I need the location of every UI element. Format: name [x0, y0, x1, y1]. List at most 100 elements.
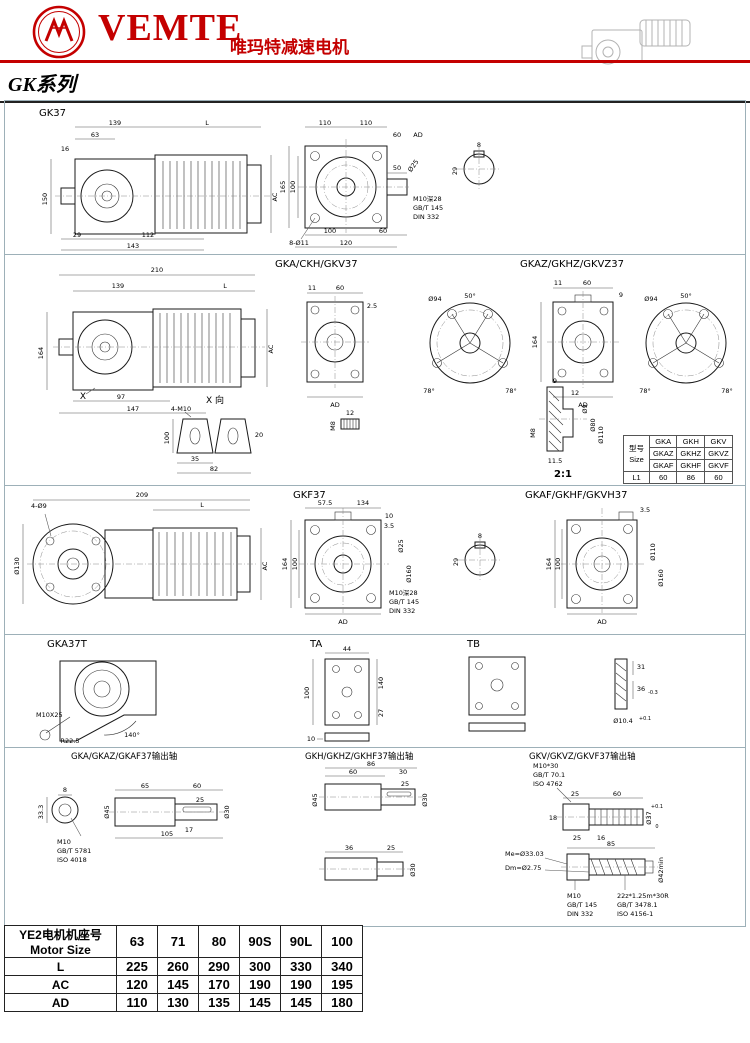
value-cell: 330 [280, 957, 322, 976]
model-cell: GKVZ [704, 447, 733, 460]
series-title: GK系列 [0, 67, 750, 103]
dim-label: 12 [571, 389, 579, 397]
dim-label: 29 [451, 167, 459, 175]
model-cell: GKHF [676, 459, 706, 472]
tolerance-label: +0.1 [651, 804, 663, 810]
l1-value: 60 [648, 471, 678, 484]
value-cell: 145 [280, 993, 322, 1012]
dim-label: 17 [185, 826, 193, 834]
dim-label: 60 [193, 782, 201, 790]
dim-label: 50° [464, 292, 476, 300]
gkf37-drawings: GKF37 GKAF/GKHF/GKVH37 209 L 4-Ø9 [13, 490, 665, 626]
model-cell: GKAF [648, 459, 678, 472]
value-cell: 110 [116, 993, 158, 1012]
x-direction-view: X 向 4-M10 100 20 35 82 [163, 394, 263, 474]
dim-label: 100 [289, 181, 297, 193]
dim-label: L [223, 282, 227, 290]
value-cell: 120 [116, 975, 158, 994]
dim-label: 8 [477, 141, 481, 149]
dim-label: Ø25 [406, 158, 420, 174]
dim-label: 120 [340, 239, 352, 247]
fastener-note: GB/T 5781 [57, 847, 91, 855]
row-gk37: GK37 139 L 63 16 150 AC 29 [5, 101, 745, 255]
gk37-shaft-section: 8 29 [451, 141, 501, 191]
row-label: AD [4, 993, 117, 1012]
dim-label: R22.5 [61, 737, 80, 745]
thread-note: DIN 332 [413, 213, 439, 221]
dim-label: 65 [141, 782, 149, 790]
panel-title: GKA/GKAZ/GKAF37输出轴 [71, 751, 177, 762]
panel-title: GKF37 [293, 490, 326, 501]
dim-label: 35 [191, 455, 199, 463]
panel-title: TB [466, 639, 480, 650]
row-gka-gkv37: GKA/CKH/GKV37 GKAZ/GKHZ/GKVZ37 210 139 L… [5, 255, 745, 486]
l1-label: L1 [623, 471, 650, 484]
panel-title: GK37 [39, 108, 66, 119]
dim-label: 100 [163, 432, 171, 444]
dim-label: 18 [549, 814, 557, 822]
thread-note: DIN 332 [389, 607, 415, 615]
dim-label: 150 [41, 193, 49, 205]
dim-label: Ø160 [405, 565, 413, 583]
gka37-flange-view: 11 60 2.5 AD 12 M8 [301, 284, 377, 431]
fastener-note: ISO 4762 [533, 780, 563, 788]
dim-label: 50 [393, 164, 401, 172]
dim-label: 57.5 [318, 499, 332, 507]
dim-label: 9 [619, 291, 623, 299]
motor-size-header: YE2电机机座号 Motor Size [4, 925, 117, 958]
value-cell: 190 [239, 975, 281, 994]
dim-label: 134 [357, 499, 369, 507]
dim-label: 139 [112, 282, 124, 290]
gka-output-shaft: 8 33.3 M10 GB/T 5781 ISO 4018 65 60 25 1… [37, 782, 231, 864]
panel-title: GKAF/GKHF/GKVH37 [525, 490, 627, 501]
gkaz37-flange-view: 11 60 9 164 AD [531, 279, 623, 409]
row-output-shafts: GKA/GKAZ/GKAF37输出轴 GKH/GKHZ/GKHF37输出轴 GK… [5, 748, 745, 926]
motor-dimension-table: YE2电机机座号 Motor Size 63 71 80 90S 90L 100… [4, 925, 363, 1012]
dim-label: 143 [127, 242, 139, 250]
dim-label: 25 [401, 780, 409, 788]
motor-size-cell: 90S [239, 925, 281, 958]
dim-label: AD [413, 131, 422, 139]
value-cell: 195 [321, 975, 363, 994]
dim-label: 86 [367, 760, 375, 768]
dim-label: 2.5 [367, 302, 377, 310]
dim-label: 60 [393, 131, 401, 139]
dim-label: Ø94 [428, 295, 441, 303]
dim-label: 25 [571, 790, 579, 798]
header-divider [0, 60, 750, 63]
dim-label: 60 [336, 284, 344, 292]
view-title: X 向 [206, 394, 224, 406]
dim-label: AD [330, 401, 339, 409]
dim-label: Ø30 [421, 793, 429, 806]
model-cell: GKAZ [648, 447, 678, 460]
dim-label: AC [261, 561, 269, 570]
dim-label: 36 [637, 685, 645, 693]
dim-label: 25 [573, 834, 581, 842]
gkh-output-shaft: 86 60 30 25 Ø30 Ø45 36 25 Ø30 [311, 760, 429, 881]
gkaf37-front-view: 3.5 Ø110 Ø160 164 100 AD [545, 506, 665, 626]
dim-label: Ø45 [103, 805, 111, 818]
dim-label: 16 [61, 145, 69, 153]
dim-label: Ø160 [657, 569, 665, 587]
brand-tagline: 唯玛特减速电机 [230, 38, 349, 57]
gk37-drawings: GK37 139 L 63 16 150 AC 29 [39, 108, 501, 251]
dim-label: 11.5 [548, 457, 562, 465]
dim-label: 100 [554, 558, 562, 570]
dim-label: AD [338, 618, 347, 626]
dim-label: 78° [505, 387, 517, 395]
dim-label: 110 [360, 119, 372, 127]
model-cell: GKHZ [676, 447, 706, 460]
gka37t-view: M10X25 R22.5 140° [36, 660, 157, 745]
dim-label: 10 [307, 735, 315, 743]
dim-label: 27 [377, 709, 385, 717]
dim-label: Dm=Ø2.75 [505, 864, 541, 872]
dim-label: Ø10.4 [613, 717, 633, 725]
dim-label: 105 [161, 830, 173, 838]
dim-label: Ø30 [409, 863, 417, 876]
gkv-output-shaft: M10*30 GB/T 70.1 ISO 4762 25 60 Ø37 +0.1… [505, 762, 669, 918]
value-cell: 260 [157, 957, 199, 976]
motor-size-cell: 63 [116, 925, 158, 958]
row-label: L [4, 957, 117, 976]
gkaz37-bolt-circle-view: Ø94 50° 78° 78° [639, 292, 733, 395]
